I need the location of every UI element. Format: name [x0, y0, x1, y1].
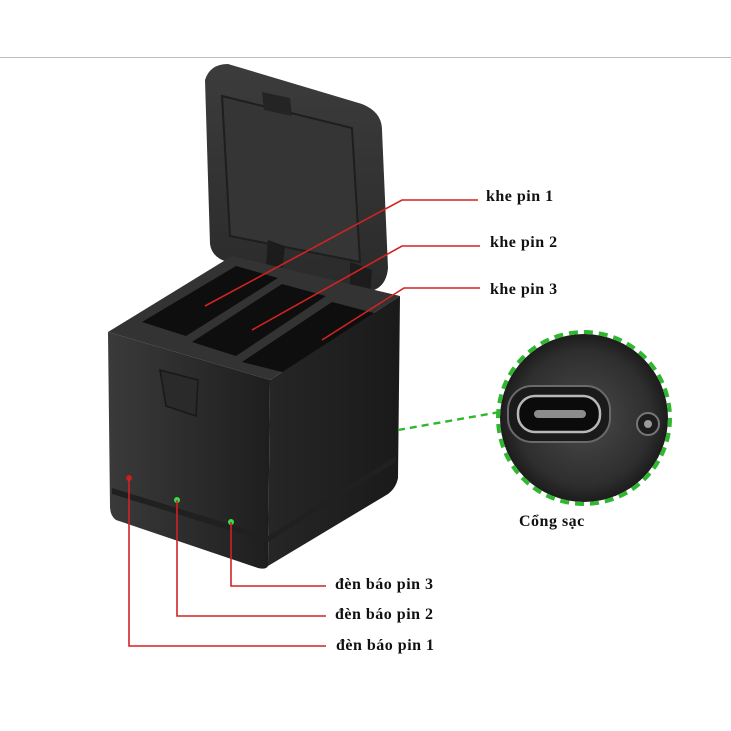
label-charging-port: Cổng sạc [519, 513, 585, 530]
label-slot-3: khe pin 3 [490, 281, 558, 298]
leader-line-led-1 [128, 478, 326, 647]
label-led-2: đèn báo pin 2 [335, 606, 434, 623]
charger-lid [205, 64, 388, 296]
label-slot-2: khe pin 2 [490, 234, 558, 251]
battery-slot-1 [142, 266, 278, 336]
top-divider [0, 57, 731, 58]
led-leader-lines [128, 478, 326, 647]
label-slot-1: khe pin 1 [486, 188, 554, 205]
battery-slot-2 [192, 284, 326, 356]
port-connector-line [397, 410, 501, 432]
port-zoom [496, 330, 672, 506]
battery-slot-3 [242, 302, 378, 374]
label-led-3: đèn báo pin 3 [335, 576, 434, 593]
leader-line-slot-2 [251, 245, 480, 331]
slot-leader-lines [204, 199, 480, 341]
leader-line-led-2 [176, 500, 326, 617]
leader-line-slot-1 [204, 199, 478, 307]
label-led-1: đèn báo pin 1 [336, 637, 435, 654]
charger-body [108, 256, 400, 569]
leader-line-slot-3 [321, 287, 480, 341]
usb-c-port-icon [507, 385, 611, 443]
leader-line-led-3 [230, 522, 326, 587]
